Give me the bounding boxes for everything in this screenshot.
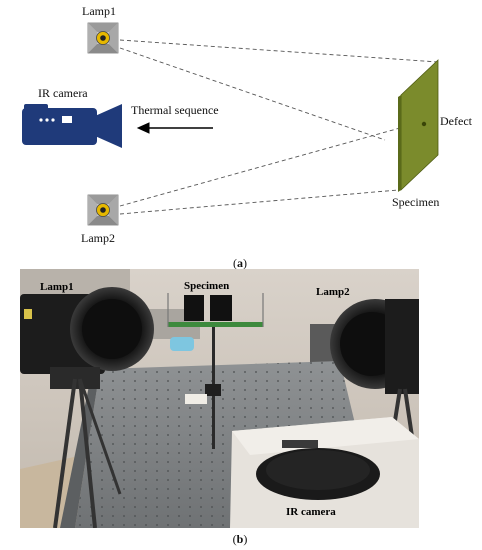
- path-lamp1-bottom: [119, 47, 386, 141]
- specimen-plate: [398, 59, 439, 192]
- lamp2-label: Lamp2: [81, 231, 115, 245]
- lamp1-label: Lamp1: [82, 4, 116, 18]
- caption-a-open: (: [233, 256, 237, 270]
- ir-camera-icon: [22, 104, 122, 148]
- path-lamp1-top: [119, 39, 439, 63]
- path-lamp2-top: [119, 127, 401, 207]
- light-paths: [119, 39, 439, 215]
- ir-camera-label: IR camera: [38, 86, 88, 100]
- specimen-label: Specimen: [392, 195, 440, 209]
- photo-lamp2-label: Lamp2: [316, 286, 350, 298]
- lamp2-icon: [87, 194, 119, 226]
- panel-a: Lamp1 Lamp2 IR camera Thermal sequence D…: [0, 0, 482, 270]
- panel-a-drawing: [22, 22, 439, 226]
- caption-b: (b): [222, 532, 258, 546]
- thermal-sequence-label: Thermal sequence: [131, 103, 219, 117]
- lamp1-icon: [87, 22, 119, 54]
- caption-a: (a): [222, 256, 258, 270]
- path-lamp2-bottom: [119, 189, 399, 215]
- photo-scene: [20, 269, 419, 528]
- caption-a-letter: a: [237, 256, 243, 270]
- panel-b-photo: Lamp1 Specimen Lamp2 IR camera: [20, 269, 419, 528]
- caption-b-letter: b: [236, 532, 244, 546]
- photo-specimen-label: Specimen: [184, 280, 230, 292]
- defect-label: Defect: [440, 114, 472, 128]
- caption-a-close: ): [243, 256, 247, 270]
- photo-ir-camera-label: IR camera: [286, 506, 336, 518]
- caption-b-open: (: [232, 532, 237, 546]
- photo-lamp1-label: Lamp1: [40, 281, 74, 293]
- thermal-sequence-arrow: [136, 122, 213, 134]
- defect-dot: [421, 121, 427, 127]
- caption-b-close: ): [243, 532, 248, 546]
